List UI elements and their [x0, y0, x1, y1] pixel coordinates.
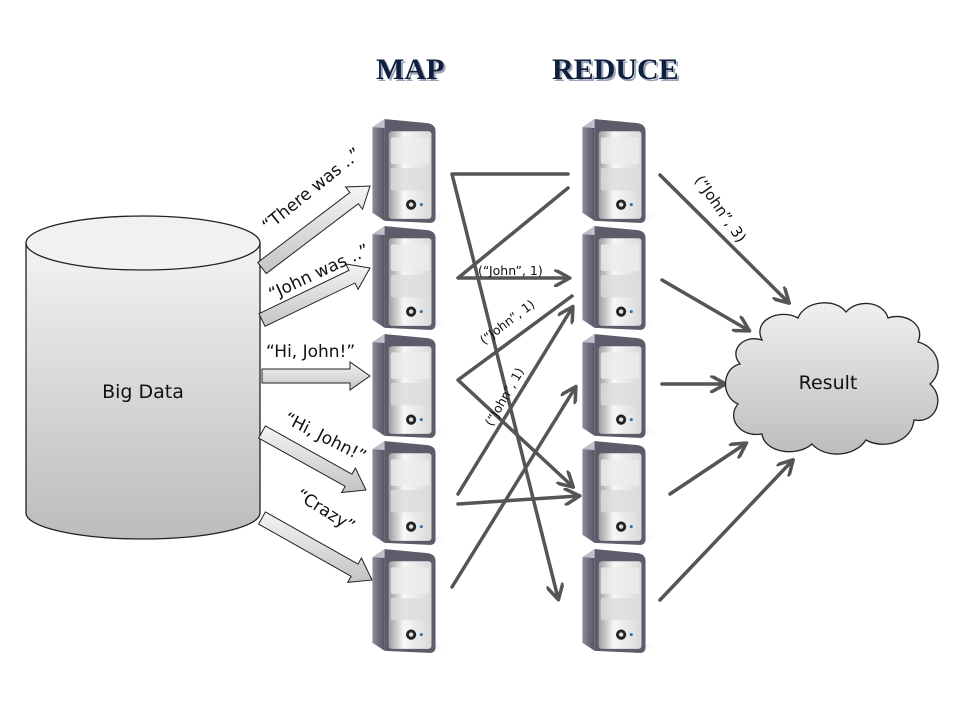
shuffle-arrow-m4a: [456, 308, 572, 496]
output-arrow-r5: [658, 461, 792, 602]
mapper-2: [372, 226, 450, 330]
input-label-5: “Crazy”: [292, 485, 358, 537]
server-icon: [582, 334, 660, 438]
mapper-4: [372, 441, 450, 545]
shuffle-arrow-m3: [456, 294, 572, 486]
server-icon: [372, 119, 450, 223]
output-arrow-r1: [658, 173, 788, 302]
server-icon: [582, 226, 660, 330]
svg-text:REDUCE: REDUCE: [552, 53, 679, 86]
big-data-label: Big Data: [102, 381, 184, 403]
shuffle-arrow-m4b: [456, 496, 578, 506]
shuffle-arrow-m5: [450, 388, 575, 589]
server-icon: [582, 549, 660, 653]
reducer-4: [582, 441, 660, 545]
big-data-source: Big Data: [25, 215, 261, 540]
server-icon: [372, 226, 450, 330]
mapper-3: [372, 334, 450, 438]
mapper-5: [372, 549, 450, 653]
reduce-column: [582, 119, 660, 653]
input-arrow-1: [257, 185, 371, 275]
input-arrow-5: [257, 511, 373, 583]
svg-text:REDUCE: REDUCE: [554, 55, 681, 88]
server-icon: [582, 441, 660, 545]
shuffle-label-1: (“John”, 1): [478, 263, 543, 278]
server-icon: [372, 549, 450, 653]
shuffle-arrows: [450, 172, 578, 598]
server-icon: [372, 334, 450, 438]
output-arrows: [658, 173, 792, 602]
input-arrow-4: [257, 425, 367, 494]
map-column: [372, 119, 450, 653]
reduce-heading: REDUCE REDUCE: [552, 53, 681, 88]
input-arrow-3: [261, 361, 371, 391]
input-label-3: “Hi, John!”: [266, 342, 355, 362]
server-icon: [582, 119, 660, 223]
reducer-1: [582, 119, 660, 223]
reducer-2: [582, 226, 660, 330]
shuffle-arrow-m2: [456, 186, 568, 278]
server-icon: [372, 441, 450, 545]
result-cloud: Result: [724, 302, 939, 455]
output-arrow-r4: [668, 444, 745, 496]
svg-text:MAP: MAP: [376, 53, 444, 86]
cloud-icon: [724, 302, 939, 455]
shuffle-arrow-m1: [450, 172, 570, 598]
output-arrow-r2: [660, 278, 748, 330]
input-arrow-2: [258, 263, 371, 327]
svg-text:MAP: MAP: [378, 55, 446, 88]
reducer-5: [582, 549, 660, 653]
map-heading: MAP MAP: [376, 53, 446, 88]
result-label: Result: [799, 372, 858, 394]
input-arrows: [257, 185, 373, 583]
database-cylinder-icon: [25, 215, 261, 540]
mapper-1: [372, 119, 450, 223]
reducer-3: [582, 334, 660, 438]
